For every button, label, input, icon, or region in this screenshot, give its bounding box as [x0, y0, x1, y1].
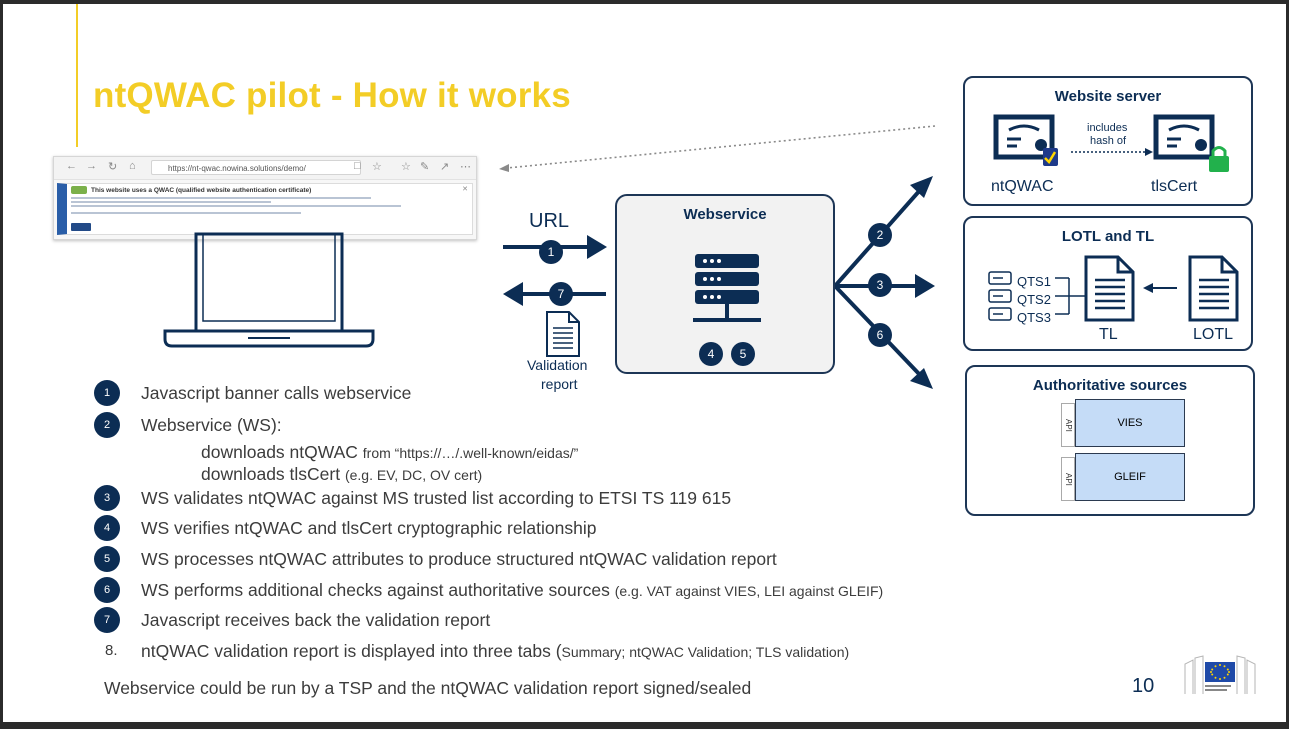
- favorite-icon[interactable]: ☆: [372, 161, 382, 173]
- authoritative-sources-title: Authoritative sources: [1032, 377, 1188, 394]
- footer-note: Webservice could be run by a TSP and the…: [104, 678, 752, 698]
- european-commission-logo: [1184, 655, 1256, 694]
- substep-text: downloads tlsCert (e.g. EV, DC, OV cert): [201, 464, 483, 484]
- document-icon: [546, 311, 580, 357]
- step-number-badge: 4: [94, 515, 120, 541]
- step-badge: 2: [868, 223, 892, 247]
- lotl-tl-panel: LOTL and TL QTS1 QTS2 QTS3 TL: [963, 216, 1253, 351]
- tl-document-icon: [1084, 255, 1135, 322]
- step-badge: 7: [549, 282, 573, 306]
- authoritative-sources-panel: Authoritative sources API VIES API GLEIF: [965, 365, 1255, 516]
- step-number: 8.: [105, 642, 118, 659]
- step-number-badge: 3: [94, 485, 120, 511]
- tlscert-certificate-icon: [1153, 114, 1229, 172]
- step-number-badge: 7: [94, 607, 120, 633]
- dotted-arrow: [499, 125, 936, 172]
- hash-arrow: [1071, 148, 1153, 156]
- lotl-tl-title: LOTL and TL: [1061, 228, 1155, 245]
- qts1-label: QTS1: [1017, 274, 1051, 289]
- step-badge: 5: [731, 342, 755, 366]
- qwac-banner: This website uses a QWAC (qualified webs…: [57, 183, 473, 235]
- lotl-arrow: [1143, 283, 1177, 293]
- step-text: WS performs additional checks against au…: [141, 580, 884, 600]
- step-text: WS validates ntQWAC against MS trusted l…: [141, 488, 732, 508]
- website-server-panel: Website server ntQWAC tlsCert includes h…: [963, 76, 1253, 206]
- step-text: WS processes ntQWAC attributes to produc…: [141, 549, 777, 569]
- reload-icon[interactable]: ↻: [108, 161, 118, 173]
- slide-title: ntQWAC pilot - How it works: [93, 76, 571, 115]
- tl-label: TL: [1099, 326, 1118, 343]
- share-icon[interactable]: ↗: [440, 161, 450, 173]
- banner-title: This website uses a QWAC (qualified webs…: [91, 187, 312, 194]
- ntqwac-certificate-icon: [993, 114, 1058, 166]
- api-tag: API: [1061, 457, 1075, 501]
- pen-icon[interactable]: ✎: [420, 161, 430, 173]
- step-number-badge: 5: [94, 546, 120, 572]
- api-tag: API: [1061, 403, 1075, 447]
- step-text: Webservice (WS):: [141, 415, 282, 435]
- ntqwac-label: ntQWAC: [991, 178, 1054, 195]
- banner-text-line: [71, 201, 271, 203]
- collections-icon[interactable]: ☆: [401, 161, 411, 173]
- server-icon: [693, 254, 761, 322]
- slide: ntQWAC pilot - How it works ← → ↻ ⌂ 🔒 ht…: [3, 4, 1286, 722]
- includes-label: includes: [1087, 122, 1128, 134]
- forward-icon[interactable]: →: [86, 160, 97, 172]
- banner-close-icon[interactable]: ✕: [462, 186, 468, 193]
- banner-learn-more-button[interactable]: [71, 223, 91, 231]
- address-bar[interactable]: https://nt-qwac.nowina.solutions/demo/: [151, 160, 361, 175]
- website-server-title: Website server: [1054, 88, 1162, 105]
- step-text: Javascript receives back the validation …: [141, 610, 491, 630]
- step-badge: 4: [699, 342, 723, 366]
- step-number-badge: 6: [94, 577, 120, 603]
- back-icon[interactable]: ←: [66, 160, 77, 172]
- step-text: ntQWAC validation report is displayed in…: [141, 641, 850, 661]
- step-badge: 3: [868, 273, 892, 297]
- home-icon[interactable]: ⌂: [129, 160, 136, 172]
- qwac-seal-icon: [71, 186, 87, 194]
- validation-report-label-line1: Validation: [527, 357, 588, 373]
- url-label: URL: [529, 210, 570, 232]
- page-number: 10: [1132, 675, 1155, 697]
- webservice-box: Webservice 4 5: [615, 194, 835, 374]
- reader-icon[interactable]: □: [354, 160, 361, 172]
- hash-of-label: hash of: [1090, 135, 1127, 147]
- step-number-badge: 2: [94, 412, 120, 438]
- banner-text-line: [71, 212, 301, 214]
- step-text: WS verifies ntQWAC and tlsCert cryptogra…: [141, 518, 597, 538]
- substep-text: downloads ntQWAC from “https://…/.well-k…: [201, 442, 579, 462]
- banner-text-line: [71, 205, 401, 207]
- step-badge: 6: [868, 323, 892, 347]
- step-number-badge: 1: [94, 380, 120, 406]
- step-badge: 1: [539, 240, 563, 264]
- browser-screenshot: ← → ↻ ⌂ 🔒 https://nt-qwac.nowina.solutio…: [53, 156, 477, 240]
- qts2-label: QTS2: [1017, 292, 1051, 307]
- lotl-document-icon: [1188, 255, 1239, 322]
- laptop-icon: [163, 232, 375, 348]
- step-text: Javascript banner calls webservice: [141, 383, 412, 403]
- browser-toolbar: ← → ↻ ⌂ 🔒 https://nt-qwac.nowina.solutio…: [54, 157, 476, 180]
- qts-servers-diagram: [988, 271, 1085, 321]
- vies-box: VIES: [1075, 399, 1185, 447]
- tlscert-label: tlsCert: [1151, 178, 1198, 195]
- lotl-label: LOTL: [1193, 326, 1234, 343]
- webservice-title: Webservice: [683, 206, 767, 223]
- banner-text-line: [71, 197, 371, 199]
- gleif-box: GLEIF: [1075, 453, 1185, 501]
- more-icon[interactable]: ⋯: [460, 161, 471, 173]
- title-accent-rule: [76, 4, 78, 147]
- qts3-label: QTS3: [1017, 310, 1051, 325]
- validation-report-label-line2: report: [541, 376, 578, 392]
